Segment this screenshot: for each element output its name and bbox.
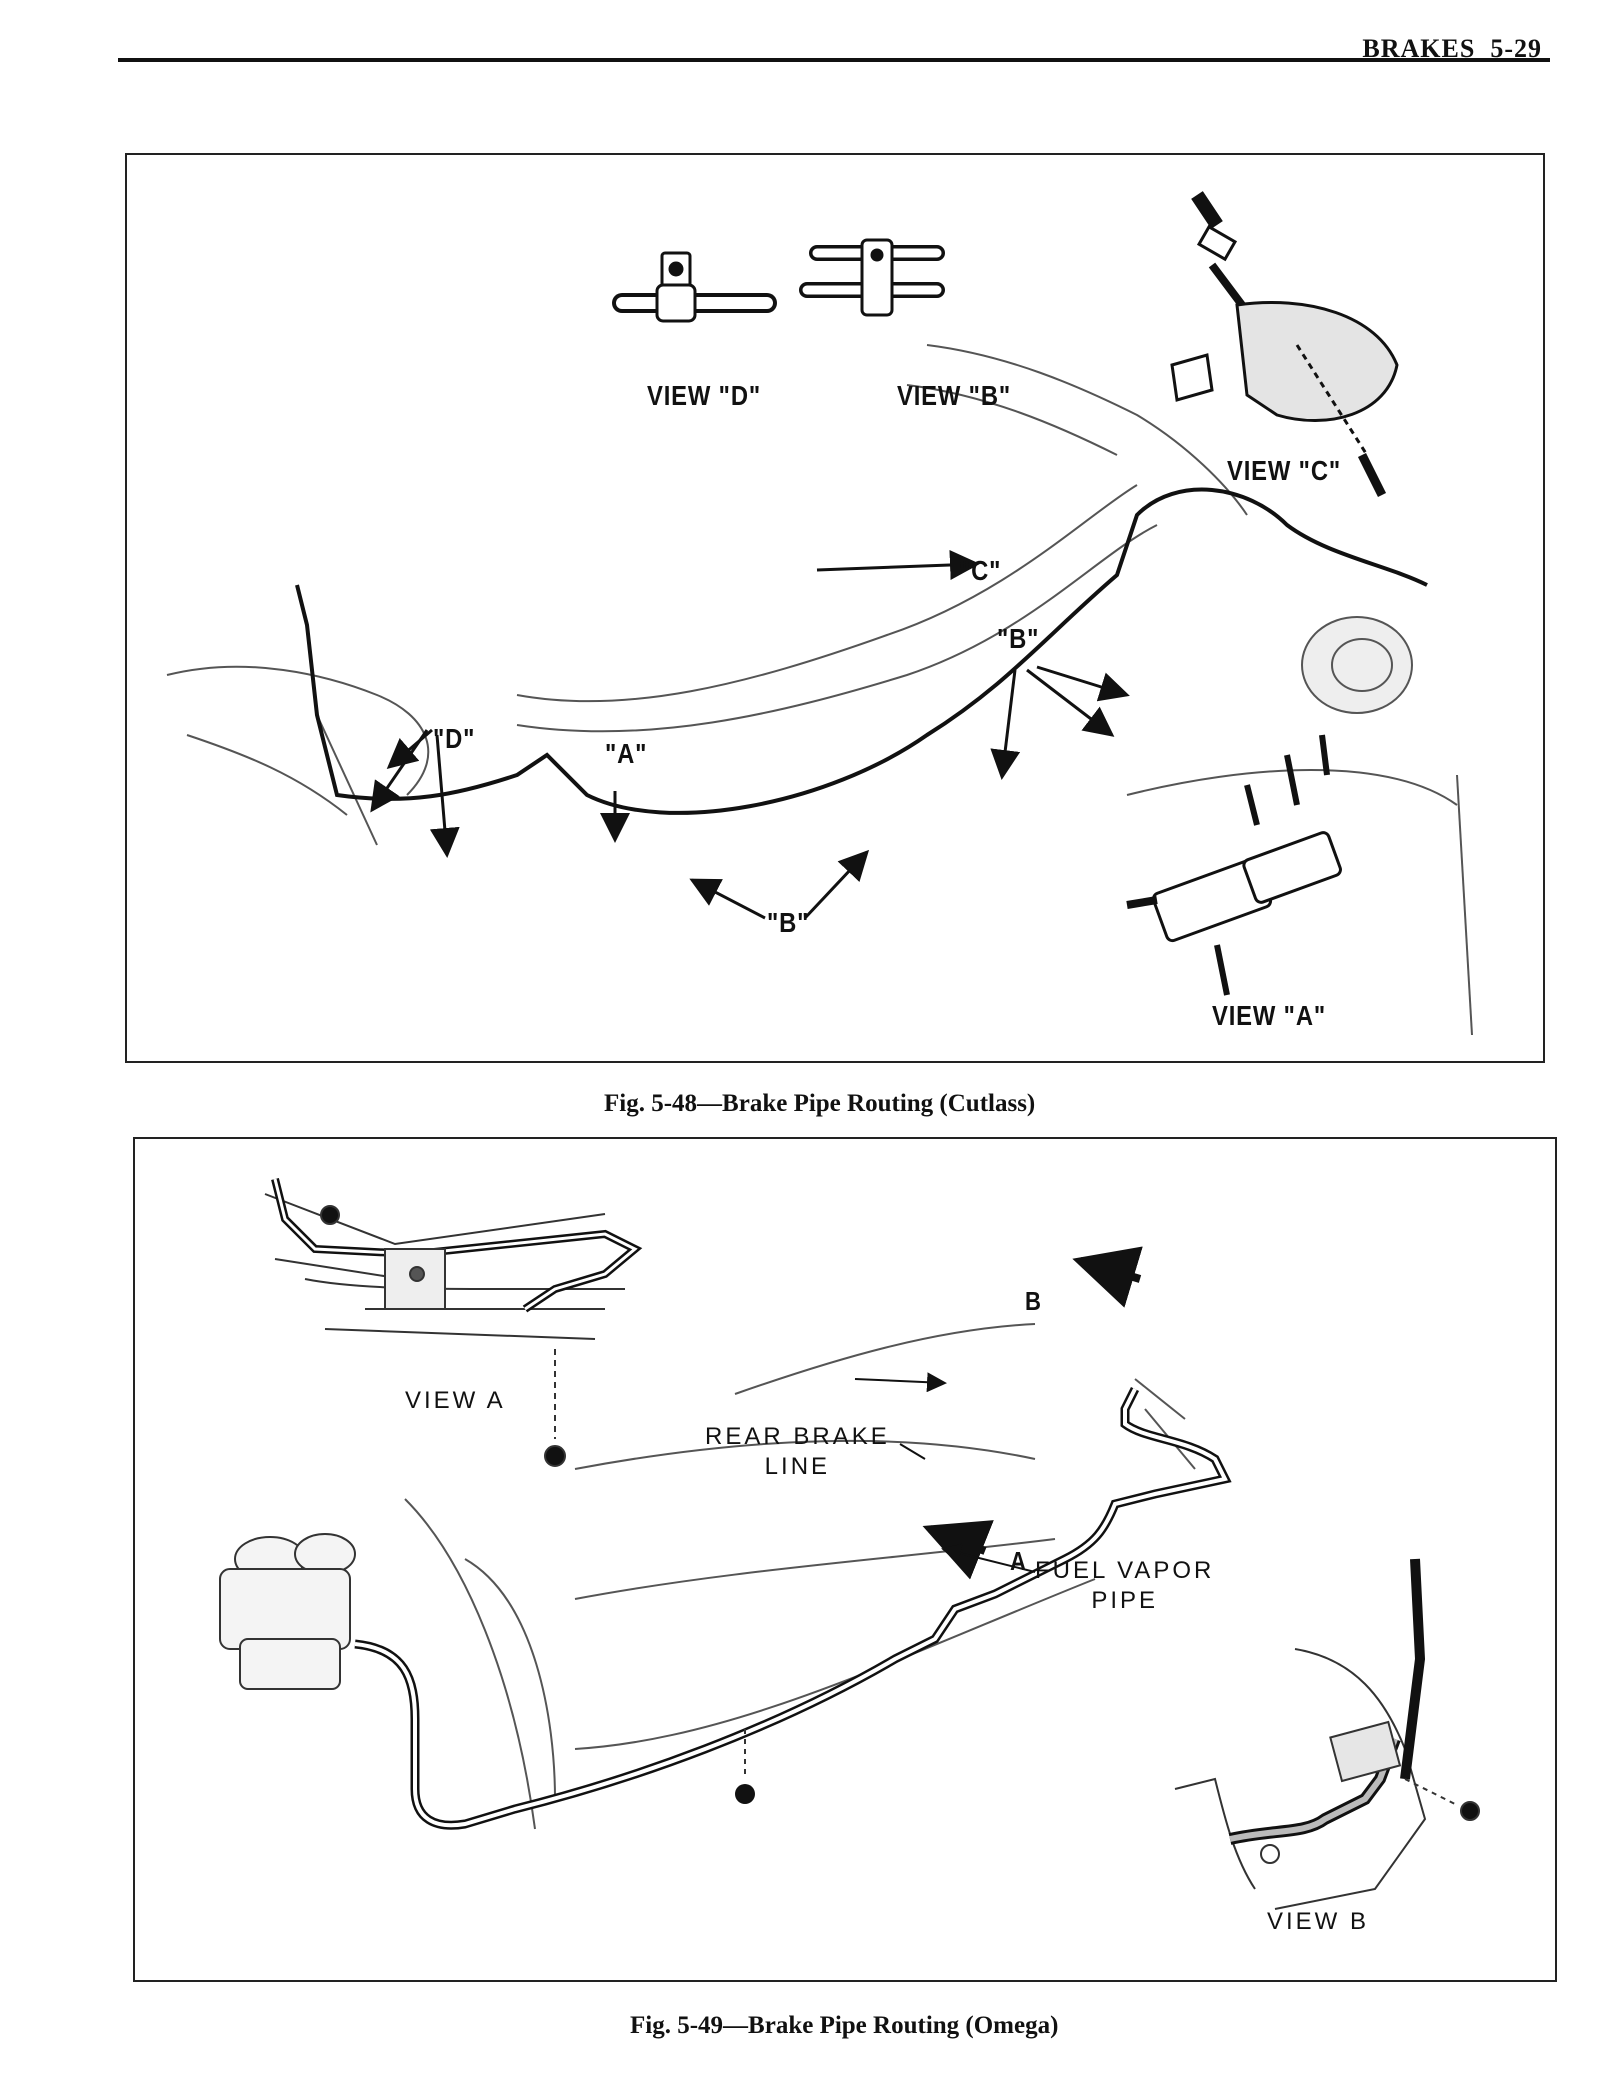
view-a-inset-drawing [264, 1178, 643, 1467]
view-c-label: VIEW "C" [1227, 455, 1341, 486]
view-a-label: VIEW "A" [1212, 1000, 1326, 1031]
figure-caption-cutlass: Fig. 5-48—Brake Pipe Routing (Cutlass) [604, 1090, 1036, 1117]
fuel-vapor-pipe-label: FUEL VAPOR PIPE [1035, 1556, 1214, 1616]
view-c-fitting-drawing [1170, 191, 1399, 498]
rear-brake-line-label: REAR BRAKE LINE [705, 1422, 890, 1482]
callout-a-label: "A" [605, 738, 648, 769]
view-d-clip-drawing [612, 251, 777, 323]
rear-brake-line-label-line2: LINE [764, 1453, 831, 1480]
cutlass-illustration [166, 191, 1473, 1036]
view-b-inset-drawing [1174, 1558, 1480, 1910]
callout-b-lower-label: "B" [767, 907, 810, 938]
frame-sketch [166, 344, 1473, 1036]
figure-omega: VIEW A B REAR BRAKE LINE A FUEL VAPOR PI… [133, 1137, 1557, 1982]
arrow-a-label: A [1010, 1546, 1027, 1576]
callout-b-upper-label: "B" [997, 623, 1040, 654]
view-a-valve-drawing [1126, 734, 1342, 996]
view-b-clip-drawing [799, 238, 945, 317]
rear-brake-line-label-line1: REAR BRAKE [705, 1423, 890, 1450]
brake-pipe-route [295, 487, 1428, 815]
figure-caption-omega: Fig. 5-49—Brake Pipe Routing (Omega) [630, 2012, 1059, 2039]
figure-cutlass: VIEW "D" VIEW "B" VIEW "C" VIEW "A" "C" … [125, 153, 1545, 1063]
arrow-b-label: B [1025, 1286, 1042, 1316]
callout-arrows [370, 550, 1130, 920]
fuel-vapor-pipe-label-line1: FUEL VAPOR [1035, 1557, 1215, 1584]
view-b-label: VIEW B [1267, 1908, 1370, 1935]
callout-d-label: "D" [433, 723, 476, 754]
view-d-label: VIEW "D" [647, 380, 761, 411]
fuel-vapor-pipe-label-line2: PIPE [1091, 1587, 1159, 1614]
header-rule [118, 58, 1550, 62]
omega-illustration [219, 1178, 1480, 1910]
view-b-label: VIEW "B" [897, 380, 1011, 411]
brake-pipe-route [354, 1386, 1232, 1830]
callout-arrows [854, 1246, 1143, 1580]
view-a-label: VIEW A [405, 1387, 506, 1414]
callout-c-label: "C" [959, 555, 1002, 586]
page-header: BRAKES 5-29 [118, 28, 1550, 63]
master-cylinder-drawing [219, 1533, 356, 1690]
